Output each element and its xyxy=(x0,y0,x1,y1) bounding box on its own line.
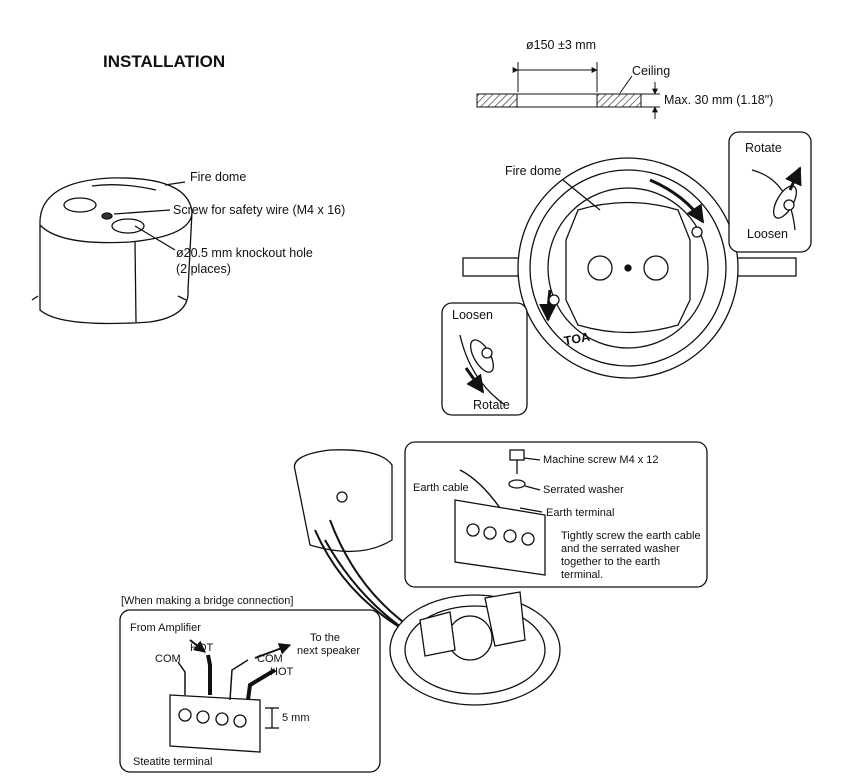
earth-instruction-line3: together to the earth xyxy=(561,556,661,568)
mounting-ring-illustration xyxy=(462,157,797,379)
earth-instruction-line2: and the serrated washer xyxy=(561,543,680,555)
earth-instruction-line4: terminal. xyxy=(561,569,604,581)
earth-instruction-line1: Tightly screw the earth cable xyxy=(561,530,701,542)
steatite-terminal-label: Steatite terminal xyxy=(133,756,213,768)
com-label-left: COM xyxy=(155,653,181,665)
to-next-label-line2: next speaker xyxy=(297,645,360,657)
loosen-label-top: Loosen xyxy=(747,227,789,241)
section-title: INSTALLATION xyxy=(103,52,226,71)
fire-dome-label-right: Fire dome xyxy=(505,164,562,178)
loosen-label-bottom: Loosen xyxy=(452,308,494,322)
hole-diameter-label: ø150 ±3 mm xyxy=(526,38,597,52)
fire-dome-illustration xyxy=(31,177,193,325)
hot-label-left: HOT xyxy=(190,642,214,654)
ceiling-label: Ceiling xyxy=(632,64,671,78)
bridge-connection-heading: [When making a bridge connection] xyxy=(121,595,294,607)
safety-wire-screw-label: Screw for safety wire (M4 x 16) xyxy=(173,203,346,217)
strip-length-label: 5 mm xyxy=(282,712,310,724)
knockout-count-label: (2 places) xyxy=(176,262,231,276)
earth-cable-label: Earth cable xyxy=(413,482,469,494)
earth-terminal-label: Earth terminal xyxy=(546,507,615,519)
ceiling-cross-section xyxy=(476,62,660,119)
to-next-label-line1: To the xyxy=(310,632,340,644)
earth-detail-box xyxy=(404,441,708,588)
fire-dome-label-left: Fire dome xyxy=(190,170,247,184)
bridge-connection-box xyxy=(119,609,381,773)
serrated-washer-label: Serrated washer xyxy=(543,484,624,496)
rotate-label-top: Rotate xyxy=(745,141,782,155)
rotate-label-bottom: Rotate xyxy=(473,398,510,412)
rotate-loosen-callouts xyxy=(441,131,812,416)
wiring-assembly-illustration xyxy=(293,449,561,706)
knockout-hole-label: ø20.5 mm knockout hole xyxy=(176,246,313,260)
machine-screw-label: Machine screw M4 x 12 xyxy=(543,454,659,466)
hot-label-right: HOT xyxy=(270,666,294,678)
max-thickness-label: Max. 30 mm (1.18") xyxy=(664,93,774,107)
com-label-right: COM xyxy=(257,653,283,665)
from-amplifier-label: From Amplifier xyxy=(130,622,201,634)
